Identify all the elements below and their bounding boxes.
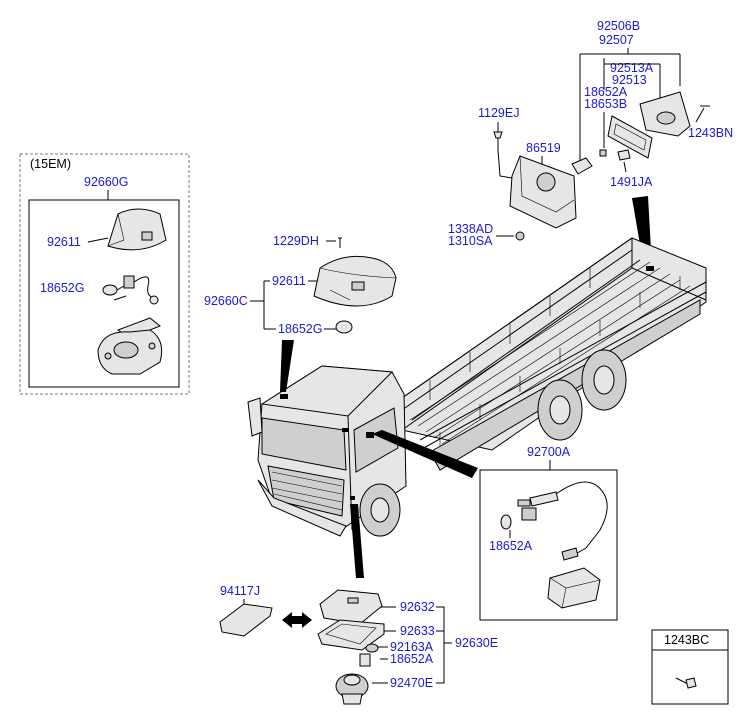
label-92660g[interactable]: 92660G — [84, 175, 128, 189]
callout-cab — [280, 340, 294, 392]
label-1129ej[interactable]: 1129EJ — [478, 106, 519, 120]
label-92506b[interactable]: 92506B — [597, 19, 640, 33]
rear-lamp-group: 92506B 92507 92513A 92513 18652A 18653B … — [448, 19, 733, 248]
side-lamp-group: 92700A 18652A — [479, 445, 618, 621]
housing-icon — [335, 673, 369, 705]
legend-box-1243bc: 1243BC — [651, 629, 729, 705]
bulb-icon — [102, 275, 159, 305]
label-1491ja[interactable]: 1491JA — [610, 175, 653, 189]
label-92163a[interactable]: 92163A — [390, 640, 434, 654]
label-1338ad[interactable]: 1338AD — [448, 222, 493, 236]
label-92507[interactable]: 92507 — [599, 33, 634, 47]
label-1243bc[interactable]: 1243BC — [664, 633, 709, 647]
cab-lamp-cover-icon — [313, 255, 397, 307]
cab-lamp-group: 1229DH 92611 92660C 18652G — [204, 234, 397, 336]
label-92513[interactable]: 92513 — [612, 73, 647, 87]
label-92660c[interactable]: 92660C — [204, 294, 248, 308]
cab-bulb-icon — [335, 320, 353, 334]
double-arrow-icon — [282, 612, 312, 628]
label-18653b[interactable]: 18653B — [584, 97, 627, 111]
truck-body — [247, 237, 707, 537]
label-18652g-inset[interactable]: 18652G — [40, 281, 84, 295]
label-1243bn[interactable]: 1243BN — [688, 126, 733, 140]
lamp-base-icon — [97, 317, 163, 375]
bottom-lamp-group: 94117J 92632 92633 92163A 18652A 92630E … — [219, 584, 498, 705]
label-92470e[interactable]: 92470E — [390, 676, 433, 690]
label-18652a-rear[interactable]: 18652A — [584, 85, 628, 99]
label-92632[interactable]: 92632 — [400, 600, 435, 614]
socket-icon — [359, 643, 379, 667]
label-92611-cab[interactable]: 92611 — [272, 274, 306, 288]
screw-icon — [675, 677, 697, 689]
rear-lamp-socket-icon — [571, 149, 631, 175]
gasket-icon — [317, 619, 385, 651]
rear-lamp-bracket-icon — [509, 155, 577, 229]
label-92700a[interactable]: 92700A — [527, 445, 571, 459]
inset-title: (15EM) — [30, 157, 71, 171]
label-18652a-side[interactable]: 18652A — [489, 539, 533, 553]
rear-lamp-housing-icon — [639, 91, 691, 137]
inset-15em: (15EM) 92660G 92611 18652G — [19, 153, 190, 395]
label-18652a-bottom[interactable]: 18652A — [390, 652, 434, 666]
label-92630e[interactable]: 92630E — [455, 636, 498, 650]
label-1229dh[interactable]: 1229DH — [273, 234, 319, 248]
pad-icon — [219, 603, 273, 637]
label-1310sa[interactable]: 1310SA — [448, 234, 493, 248]
label-86519[interactable]: 86519 — [526, 141, 561, 155]
label-92633[interactable]: 92633 — [400, 624, 435, 638]
label-92611-inset[interactable]: 92611 — [47, 235, 81, 249]
callout-bottom — [350, 504, 364, 578]
lamp-cover-icon — [107, 208, 167, 251]
label-18652g-cab[interactable]: 18652G — [278, 322, 322, 336]
bottom-lamp-lens-icon — [319, 589, 383, 625]
label-94117j[interactable]: 94117J — [220, 584, 260, 598]
callout-side — [372, 430, 478, 478]
side-lamp-icon — [500, 481, 608, 609]
rear-lamp-lens-icon — [607, 115, 653, 159]
